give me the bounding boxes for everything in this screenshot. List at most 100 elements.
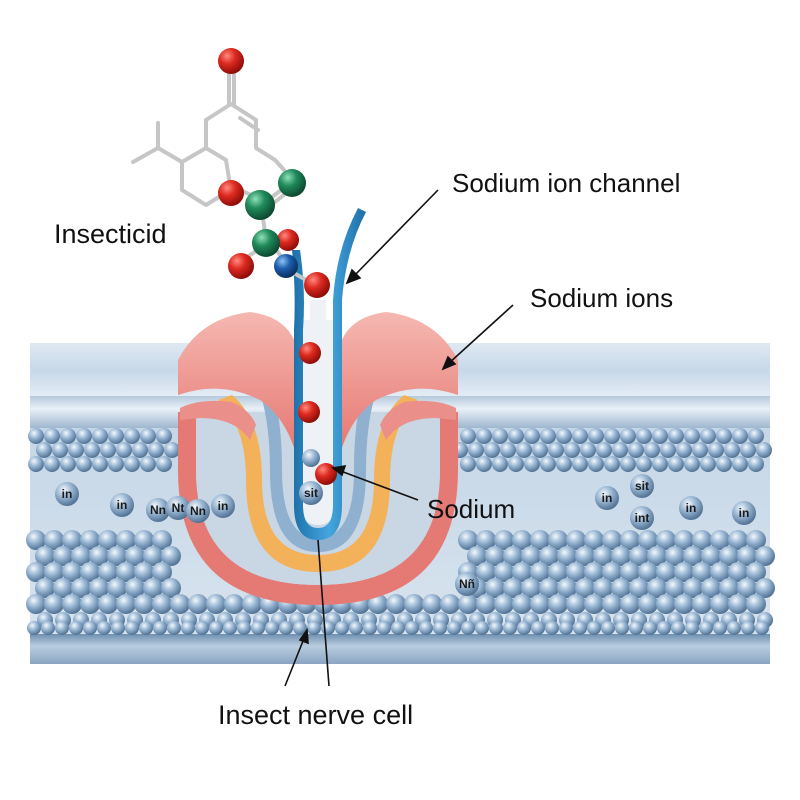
membrane-ion: Nñ bbox=[455, 572, 479, 596]
lipid-sphere bbox=[652, 456, 668, 472]
lipid-sphere bbox=[593, 578, 613, 598]
lipid-sphere bbox=[92, 456, 108, 472]
lipid-sphere bbox=[503, 578, 523, 598]
lipid-sphere bbox=[433, 621, 447, 635]
lipid-sphere bbox=[692, 594, 712, 614]
membrane-ion: in bbox=[595, 486, 619, 510]
lipid-sphere bbox=[548, 594, 568, 614]
lipid-sphere bbox=[708, 442, 724, 458]
lipid-sphere bbox=[615, 621, 629, 635]
lipid-sphere bbox=[76, 428, 92, 444]
lipid-sphere bbox=[557, 546, 577, 566]
oxygen-atom bbox=[228, 253, 254, 279]
channel-left-ledge bbox=[180, 400, 256, 440]
lipid-sphere bbox=[638, 594, 658, 614]
lipid-sphere bbox=[440, 594, 460, 614]
lipid-sphere bbox=[156, 456, 172, 472]
lipid-sphere bbox=[710, 594, 730, 614]
lipid-sphere bbox=[566, 562, 586, 582]
ion-label: sit bbox=[304, 486, 318, 500]
lipid-sphere bbox=[89, 546, 109, 566]
lipid-sphere bbox=[265, 621, 279, 635]
lipid-sphere bbox=[516, 442, 532, 458]
membrane-ion: in bbox=[110, 493, 134, 517]
lipid-sphere bbox=[668, 456, 684, 472]
lipid-sphere bbox=[500, 442, 516, 458]
lipid-sphere bbox=[68, 442, 84, 458]
lipid-sphere bbox=[447, 621, 461, 635]
lipid-sphere bbox=[629, 578, 649, 598]
lipid-sphere bbox=[44, 594, 64, 614]
membrane-ion: in bbox=[732, 501, 756, 525]
lipid-sphere bbox=[674, 562, 694, 582]
lipid-sphere bbox=[321, 621, 335, 635]
lipid-sphere bbox=[652, 428, 668, 444]
lipid-sphere bbox=[69, 621, 83, 635]
lipid-sphere bbox=[683, 578, 703, 598]
sodium-ion bbox=[298, 401, 320, 423]
lipid-sphere bbox=[620, 428, 636, 444]
lipid-sphere bbox=[656, 594, 676, 614]
membrane-ion: in bbox=[679, 496, 703, 520]
svg-text:int: int bbox=[635, 511, 650, 525]
lipid-sphere bbox=[124, 428, 140, 444]
lipid-sphere bbox=[724, 442, 740, 458]
channel-right-ledge bbox=[380, 400, 456, 440]
lipid-sphere bbox=[242, 594, 262, 614]
insecticide-label: Insecticid bbox=[54, 219, 167, 249]
lipid-sphere bbox=[596, 442, 612, 458]
lipid-sphere bbox=[668, 428, 684, 444]
lipid-sphere bbox=[521, 546, 541, 566]
lipid-sphere bbox=[524, 456, 540, 472]
sodium-ion-small-gray bbox=[302, 449, 320, 467]
svg-text:in: in bbox=[686, 501, 697, 515]
lipid-sphere bbox=[181, 621, 195, 635]
lipid-sphere bbox=[44, 428, 60, 444]
lipid-sphere bbox=[719, 578, 739, 598]
labeled-membrane-ions: in in Nn Nt Nn in in sit int in in Nñ bbox=[55, 474, 756, 596]
lipid-sphere bbox=[476, 562, 496, 582]
lipid-sphere bbox=[676, 442, 692, 458]
lipid-sphere bbox=[108, 428, 124, 444]
lipid-sphere bbox=[556, 456, 572, 472]
membrane-ion: in bbox=[55, 482, 79, 506]
lipid-sphere bbox=[80, 530, 100, 550]
lipid-sphere bbox=[62, 562, 82, 582]
lipid-sphere bbox=[92, 428, 108, 444]
lipid-sphere bbox=[125, 621, 139, 635]
sodium-label: Sodium bbox=[427, 494, 516, 524]
lipid-sphere bbox=[98, 594, 118, 614]
lipid-sphere bbox=[503, 621, 517, 635]
lipid-sphere bbox=[566, 530, 586, 550]
lipid-sphere bbox=[685, 621, 699, 635]
lipid-sphere bbox=[139, 621, 153, 635]
lipid-sphere bbox=[494, 594, 514, 614]
lipid-sphere bbox=[710, 530, 730, 550]
lipid-sphere bbox=[674, 594, 694, 614]
oxygen-atom bbox=[218, 48, 244, 74]
lipid-sphere bbox=[521, 578, 541, 598]
lipid-sphere bbox=[756, 442, 772, 458]
lipid-sphere bbox=[512, 530, 532, 550]
leader-lines bbox=[284, 189, 514, 687]
svg-text:in: in bbox=[602, 491, 613, 505]
lipid-sphere bbox=[647, 546, 667, 566]
lipid-sphere bbox=[148, 442, 164, 458]
lipid-sphere bbox=[727, 621, 741, 635]
lipid-sphere bbox=[755, 578, 775, 598]
lipid-sphere bbox=[143, 578, 163, 598]
lipid-sphere bbox=[548, 562, 568, 582]
carbon-atom bbox=[278, 169, 306, 197]
lipid-sphere bbox=[540, 428, 556, 444]
lipid-sphere bbox=[224, 594, 244, 614]
lipid-sphere bbox=[26, 530, 46, 550]
lipid-sphere bbox=[719, 546, 739, 566]
membrane-ion: Nn bbox=[146, 498, 170, 522]
sodium-arrow bbox=[331, 464, 419, 501]
lipid-sphere bbox=[728, 594, 748, 614]
lipid-sphere bbox=[237, 621, 251, 635]
lipid-sphere bbox=[28, 428, 44, 444]
lipid-sphere bbox=[335, 621, 349, 635]
sodium-ions-label: Sodium ions bbox=[530, 283, 674, 313]
